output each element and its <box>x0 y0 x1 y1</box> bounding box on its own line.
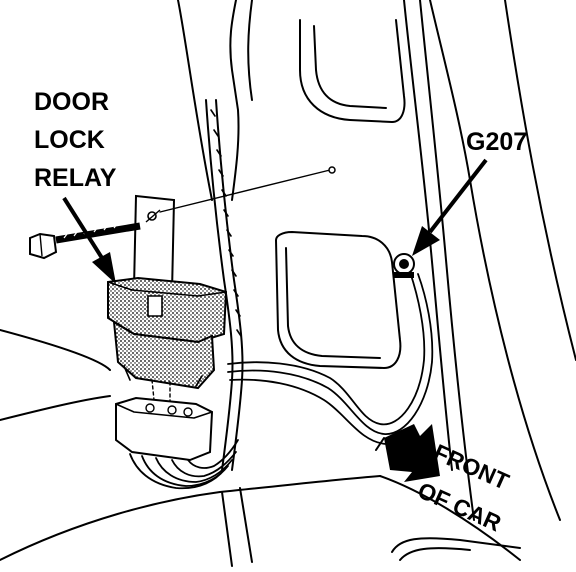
ground-pointer-arrow <box>412 158 488 256</box>
relay-bracket <box>132 194 176 294</box>
mounting-bolt <box>29 219 141 260</box>
front-of-car-arrow <box>375 424 440 482</box>
mounting-hole-line <box>159 166 336 213</box>
connector-wires <box>129 439 239 490</box>
door-lock-relay <box>107 276 228 390</box>
relay-pointer-arrow <box>62 196 116 284</box>
relay-connector <box>115 379 214 462</box>
ground-label: G207 <box>466 128 527 156</box>
relay-label-line3: RELAY <box>34 164 117 192</box>
ground-bolt-g207 <box>393 253 415 278</box>
relay-label-line2: LOCK <box>34 126 105 154</box>
wiring-harness-main <box>205 99 244 471</box>
relay-label-line1: DOOR <box>34 88 109 116</box>
ground-wires <box>227 271 434 445</box>
